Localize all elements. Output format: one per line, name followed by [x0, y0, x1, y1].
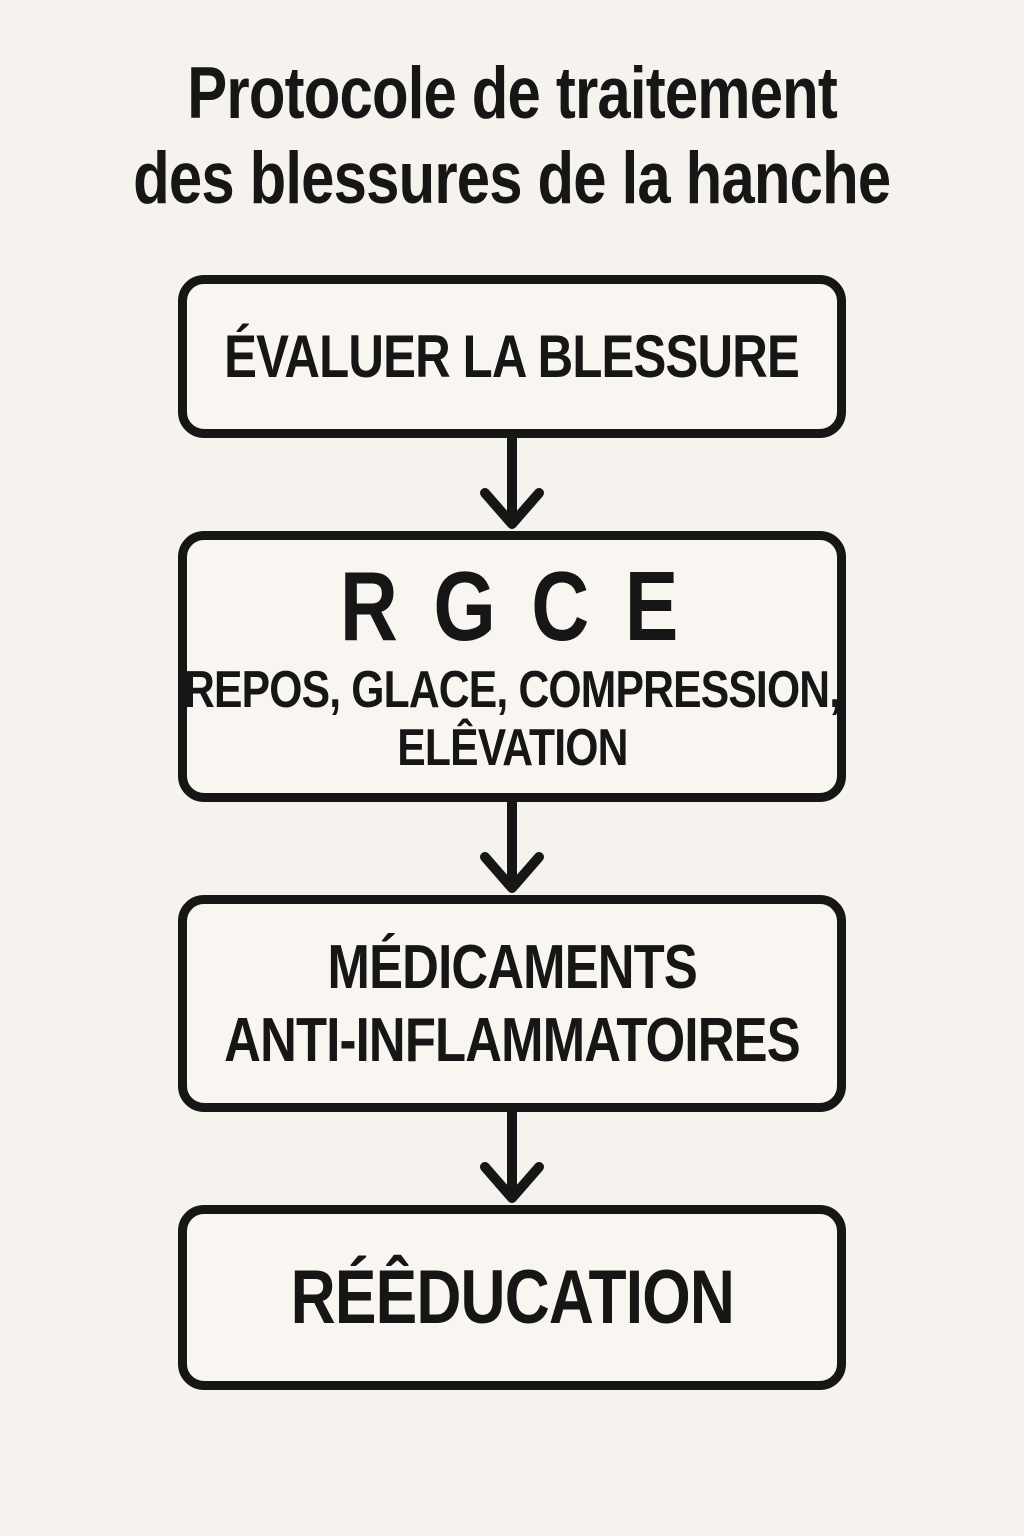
flow-step-evaluate: ÉVALUER LA BLESSURE — [178, 275, 846, 439]
down-arrow-icon — [470, 1112, 554, 1205]
down-arrow-icon — [470, 802, 554, 895]
flow-step-rgce: R G C E REPOS, GLACE, COMPRESSION, ELÊVA… — [178, 531, 846, 803]
flow-step-medication-label: MÉDICAMENTS ANTI-INFLAMMATOIRES — [224, 932, 800, 1075]
down-arrow-icon — [470, 438, 554, 531]
flow-step-evaluate-label: ÉVALUER LA BLESSURE — [224, 323, 801, 391]
flow-step-rehab-label: RÉÊDUCATION — [290, 1254, 734, 1340]
page-title: Protocole de traitement des blessures de… — [50, 52, 973, 221]
flow-step-rgce-subtitle: REPOS, GLACE, COMPRESSION, ELÊVATION — [183, 660, 841, 777]
flowchart: ÉVALUER LA BLESSURE R G C E REPOS, GLACE… — [178, 275, 846, 1391]
flow-step-rgce-acronym: R G C E — [339, 550, 685, 661]
page-title-line-2: des blessures de la hanche — [133, 137, 891, 219]
flow-step-medication: MÉDICAMENTS ANTI-INFLAMMATOIRES — [178, 895, 846, 1113]
flow-step-rehab: RÉÊDUCATION — [178, 1205, 846, 1391]
page-title-line-1: Protocole de traitement — [187, 53, 838, 134]
